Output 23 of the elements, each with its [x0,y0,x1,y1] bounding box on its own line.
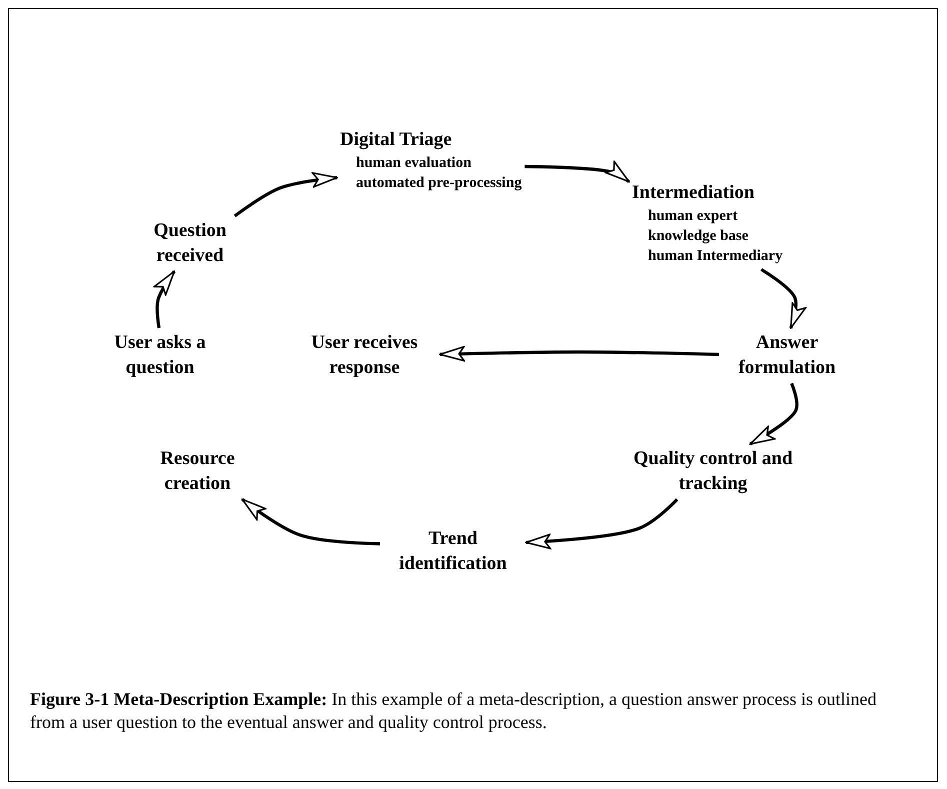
step-label: Question received [152,219,228,268]
curved-arrow [241,498,380,546]
curved-arrow [525,498,678,550]
curved-arrow [524,160,630,183]
step-label: Answer formulation [737,331,837,380]
curved-arrow [439,346,720,362]
figure-caption: Figure 3-1 Meta-Description Example: In this example of a meta-description, a question answer process is outlined from a user question to the eventual answer and quality control process. [30,688,878,734]
step-detail: human expert [647,206,739,226]
step-detail: human evaluation [355,154,472,173]
curved-arrow [760,268,806,329]
step-label: User receives response [310,331,419,380]
step-detail: automated pre-processing [355,174,522,193]
step-detail: human Intermediary [647,247,783,266]
step-label: User asks a question [113,331,207,380]
step-label: Digital Triage [340,128,453,152]
curved-arrow [749,382,798,446]
curved-arrow [154,270,176,328]
step-label: Trend identification [398,527,508,576]
curved-arrow [234,172,338,218]
step-label: Intermediation [632,181,756,205]
step-label: Resource creation [159,447,236,496]
step-detail: knowledge base [647,226,750,246]
step-label: Quality control and tracking [632,447,794,496]
